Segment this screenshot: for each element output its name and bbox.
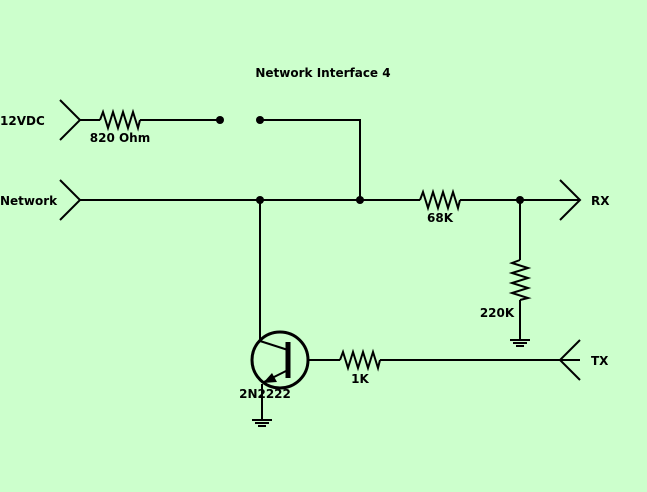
diagram-title: Network Interface 4 — [255, 66, 390, 80]
rx-terminal — [559, 179, 582, 221]
resistor-1k-label: 1K — [351, 372, 369, 386]
switch-contact-left — [216, 116, 224, 124]
tx-label: TX — [591, 354, 609, 368]
wire-switch-to-bus — [260, 119, 361, 200]
resistor-820ohm — [99, 108, 141, 132]
resistor-820ohm-label: 820 Ohm — [90, 131, 150, 145]
resistor-220k-label: 220K — [480, 306, 515, 320]
transistor-2n2222-icon — [250, 330, 310, 390]
junction-switch — [356, 196, 364, 204]
transistor-label: 2N2222 — [239, 387, 291, 401]
ground-emitter-icon — [252, 419, 272, 427]
resistor-220k — [508, 259, 532, 301]
resistor-68k-label: 68K — [427, 211, 454, 225]
network-terminal — [59, 179, 82, 221]
power-input-terminal — [59, 99, 82, 141]
ground-rx-icon — [510, 339, 530, 347]
rx-label: RX — [591, 194, 610, 208]
resistor-68k — [419, 188, 461, 212]
resistor-1k — [339, 348, 381, 372]
power-input-label: 12VDC — [0, 114, 45, 128]
tx-terminal — [558, 339, 581, 381]
network-label: Network — [0, 194, 58, 208]
